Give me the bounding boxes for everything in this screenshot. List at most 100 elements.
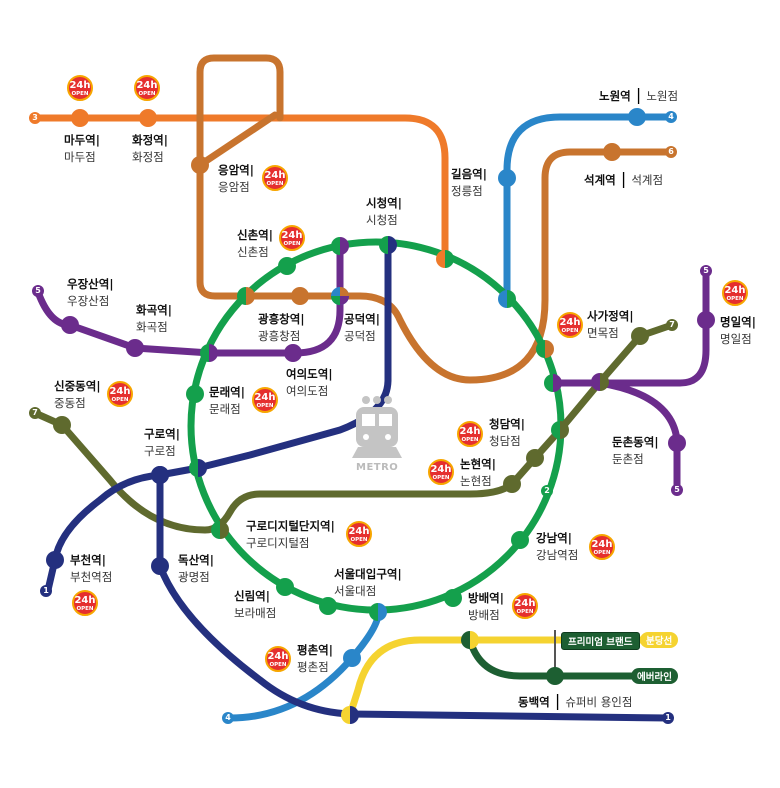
transfer-line6-ring [536, 340, 554, 358]
label-seokgye: 석계역 | 석계점 [584, 169, 664, 188]
line4-nowon-end: 4 [665, 111, 677, 123]
station-yeouido [284, 344, 302, 362]
label-snu: 서울대입구역|서울대점 [334, 567, 402, 598]
label-nonhyeon: 논현역|논현점 [460, 457, 496, 488]
station-nowon [628, 108, 646, 126]
label-gongdeok: 공덕역|공덕점 [344, 312, 380, 343]
label-gangnam: 강남역|강남역점 [536, 531, 579, 562]
line4-south-end: 4 [222, 712, 234, 724]
transfer-sinchon-5 [331, 237, 349, 255]
label-dongbaek: 동백역 | 슈퍼비 용인점 [518, 691, 633, 710]
station-myeongil [697, 311, 715, 329]
label-hwajeong: 화정역|화정점 [132, 133, 168, 164]
transfer-sadang [369, 603, 387, 621]
station-gangnam [511, 531, 529, 549]
premium-brand-tag: 프리미엄 브랜드 [561, 632, 640, 650]
line5-east-end: 5 [671, 484, 683, 496]
bundang-tag: 분당선 [640, 632, 679, 648]
line3-path [31, 114, 449, 262]
transfer-daerim [211, 521, 229, 539]
station-sagajeong [631, 327, 649, 345]
station-cheongdam [526, 449, 544, 467]
station-hwagok [126, 339, 144, 357]
station-bucheon [46, 551, 64, 569]
everline-tag: 에버라인 [631, 668, 678, 684]
line4-south-path [226, 608, 382, 722]
label-bangbae: 방배역|방배점 [468, 591, 504, 622]
transfer-line3-ring [436, 250, 454, 268]
label-cityhall: 시청역|시청점 [366, 196, 402, 227]
line1-west-end: 1 [40, 585, 52, 597]
label-eungam: 응암역|응암점 [218, 163, 254, 194]
line5-west-path [34, 242, 344, 357]
transfer-dots [151, 236, 609, 724]
line7-west-end: 7 [29, 407, 41, 419]
line7-top-end: 7 [666, 319, 678, 331]
transfer-gwangheung-ring [237, 287, 255, 305]
station-doksan [151, 557, 169, 575]
bundang-path [346, 636, 672, 719]
station-hwajeong [139, 109, 157, 127]
station-snu [319, 597, 337, 615]
label-gurodigital: 구로디지털단지역|구로디지털점 [246, 519, 335, 550]
label-sagajeong: 사가정역|면목점 [587, 309, 634, 340]
station-eungam [191, 156, 209, 174]
station-nonhyeon [503, 475, 521, 493]
metro-logo-text: METRO [356, 462, 399, 473]
transfer-cityhall [379, 236, 397, 254]
label-ujangsan: 우장산역|우장산점 [67, 277, 114, 308]
label-myeongil: 명일역|명일점 [720, 315, 756, 346]
transfer-line4-ring [498, 290, 516, 308]
line6-end: 6 [665, 146, 677, 158]
label-sinjungdong: 신중동역|중동점 [54, 379, 101, 410]
line5-east-path [549, 268, 710, 387]
line6-path [196, 54, 672, 384]
label-doksan: 독산역|광명점 [178, 553, 214, 584]
label-sillim: 신림역|보라매점 [234, 589, 277, 620]
station-gwangheungchang [291, 287, 309, 305]
label-pyeongchon: 평촌역|평촌점 [297, 643, 333, 674]
station-sinjungdong [53, 416, 71, 434]
line3-end: 3 [29, 112, 41, 124]
transfer-ring-east-5 [544, 374, 562, 392]
label-mullae: 문래역|문래점 [209, 385, 245, 416]
line5-west-end: 5 [32, 285, 44, 297]
transfer-gongdeok [331, 287, 349, 305]
transfer-south [341, 706, 359, 724]
station-pyeongchon [343, 649, 361, 667]
station-sinchon [278, 257, 296, 275]
metro-logo-icon [352, 396, 402, 458]
label-madu: 마두역|마두점 [64, 133, 100, 164]
label-cheongdam: 청담역|청담점 [489, 417, 525, 448]
label-sinchon: 신촌역|신촌점 [237, 228, 273, 259]
station-ujangsan [61, 316, 79, 334]
station-mullae [186, 385, 204, 403]
station-dunchondong [668, 434, 686, 452]
transfer-guro-1 [151, 466, 169, 484]
label-gireum: 길음역|정릉점 [451, 167, 487, 198]
label-nowon: 노원역 | 노원점 [599, 85, 679, 104]
transfer-guro-ring [189, 459, 207, 477]
line1-east-end: 1 [662, 712, 674, 724]
transfer-5-7 [591, 373, 609, 391]
line2-marker: 2 [541, 485, 553, 497]
transfer-yeongdeungpo [200, 344, 218, 362]
station-bangbae [444, 589, 462, 607]
label-gwangheungchang: 광흥창역|광흥창점 [258, 312, 305, 343]
label-yeouido: 여의도역|여의도점 [286, 367, 333, 398]
station-gireum [498, 169, 516, 187]
transfer-bundang-ever [461, 631, 479, 649]
